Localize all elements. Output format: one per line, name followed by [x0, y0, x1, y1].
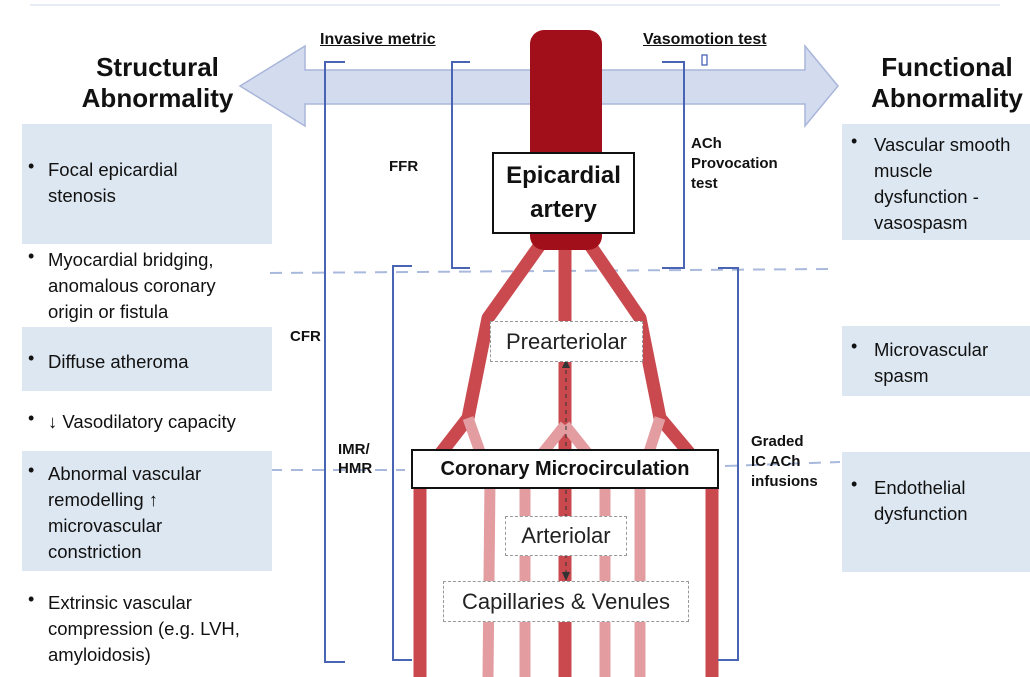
- item-line: anomalous coronary: [48, 275, 216, 296]
- left-item-vasodilatory-capacity: ↓ Vasodilatory capacity: [48, 409, 236, 435]
- item-line: vasospasm: [874, 212, 968, 233]
- item-line: compression (e.g. LVH,: [48, 618, 240, 639]
- header-line: Abnormality: [871, 83, 1023, 113]
- item-line: dysfunction -: [874, 186, 979, 207]
- item-line: ↓ Vasodilatory capacity: [48, 411, 236, 432]
- node-line: artery: [530, 196, 597, 223]
- right-item-endothelial: Endothelial dysfunction: [874, 475, 968, 527]
- header-line: Functional: [881, 52, 1013, 82]
- item-line: Vascular smooth: [874, 134, 1011, 155]
- label-line: infusions: [751, 473, 818, 490]
- structural-abnormality-header: Structural Abnormality: [60, 52, 255, 114]
- item-line: Focal epicardial: [48, 159, 178, 180]
- dashed-separator-upper: [269, 268, 831, 274]
- item-line: muscle: [874, 160, 933, 181]
- item-line: remodelling ↑: [48, 489, 159, 510]
- item-line: constriction: [48, 541, 142, 562]
- bullet: •: [28, 460, 35, 480]
- item-line: Microvascular: [874, 339, 989, 360]
- item-line: Abnormal vascular: [48, 463, 202, 484]
- bullet: •: [28, 246, 35, 266]
- right-box-microvascular-spasm: [842, 326, 1030, 396]
- bracket-ffr: [451, 61, 470, 269]
- ach-provocation-label: ACh Provocation test: [691, 134, 778, 194]
- bracket-ach-provocation: [662, 61, 685, 269]
- item-line: Endothelial: [874, 477, 966, 498]
- bullet: •: [28, 348, 35, 368]
- vasomotion-test-label: Vasomotion test: [643, 31, 767, 48]
- bracket-graded-ach: [718, 267, 739, 661]
- left-item-focal-stenosis: Focal epicardial stenosis: [48, 157, 178, 209]
- bullet: •: [28, 156, 35, 176]
- item-line: amyloidosis): [48, 644, 151, 665]
- vasomotion-marker: [701, 54, 708, 66]
- left-item-myocardial-bridging: Myocardial bridging, anomalous coronary …: [48, 247, 216, 325]
- right-box-endothelial: [842, 452, 1030, 572]
- header-line: Abnormality: [81, 83, 234, 113]
- item-line: microvascular: [48, 515, 163, 536]
- left-item-diffuse-atheroma: Diffuse atheroma: [48, 349, 189, 375]
- label-line: test: [691, 175, 718, 192]
- header-line: Structural: [96, 52, 219, 82]
- coronary-microcirculation-node: Coronary Microcirculation: [411, 449, 719, 489]
- label-line: IMR/: [338, 441, 370, 458]
- right-item-vasospasm: Vascular smooth muscle dysfunction - vas…: [874, 132, 1010, 236]
- bullet: •: [851, 336, 858, 356]
- label-line: Graded: [751, 433, 804, 450]
- arteriolar-node: Arteriolar: [505, 516, 627, 556]
- label-line: ACh: [691, 135, 722, 152]
- bracket-cfr: [324, 61, 345, 663]
- label-line: HMR: [338, 460, 373, 477]
- left-box-diffuse-atheroma: [22, 327, 272, 391]
- imr-hmr-label: IMR/ HMR: [338, 440, 372, 478]
- axis-arrow-up: [562, 359, 570, 368]
- dashed-separator-lower-right: [724, 461, 841, 467]
- label-line: IC ACh: [751, 453, 801, 470]
- item-line: spasm: [874, 365, 929, 386]
- left-box-focal-stenosis: [22, 124, 272, 244]
- left-item-extrinsic-compression: Extrinsic vascular compression (e.g. LVH…: [48, 590, 240, 668]
- cfr-label: CFR: [290, 328, 321, 345]
- bullet: •: [851, 474, 858, 494]
- item-line: origin or fistula: [48, 301, 169, 322]
- epicardial-artery-node: Epicardial artery: [492, 152, 635, 234]
- ffr-label: FFR: [389, 158, 419, 175]
- label-line: Provocation: [691, 155, 778, 172]
- right-box-vasospasm: [842, 124, 1030, 240]
- axis-arrow-down: [562, 572, 570, 581]
- item-line: Diffuse atheroma: [48, 351, 189, 372]
- bracket-imr-hmr: [392, 265, 412, 661]
- node-line: Epicardial: [506, 162, 621, 189]
- invasive-metric-label: Invasive metric: [320, 31, 436, 48]
- capillaries-venules-node: Capillaries & Venules: [443, 581, 689, 622]
- bullet: •: [851, 131, 858, 151]
- bullet: •: [28, 408, 35, 428]
- item-line: dysfunction: [874, 503, 968, 524]
- left-item-vascular-remodelling: Abnormal vascular remodelling ↑ microvas…: [48, 461, 201, 565]
- left-box-vascular-remodelling: [22, 451, 272, 571]
- bullet: •: [28, 589, 35, 609]
- graded-ach-label: Graded IC ACh infusions: [751, 432, 818, 492]
- item-line: Extrinsic vascular: [48, 592, 192, 613]
- item-line: Myocardial bridging,: [48, 249, 214, 270]
- prearteriolar-node: Prearteriolar: [490, 321, 643, 362]
- right-item-microvascular-spasm: Microvascular spasm: [874, 337, 988, 389]
- item-line: stenosis: [48, 185, 116, 206]
- functional-abnormality-header: Functional Abnormality: [852, 52, 1030, 114]
